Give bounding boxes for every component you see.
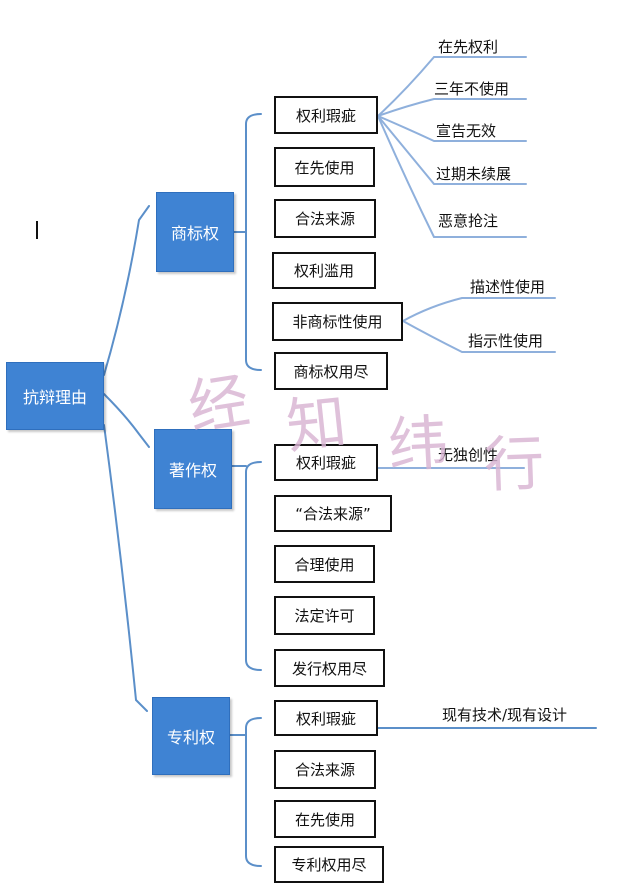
text-cursor <box>36 221 38 239</box>
copyright-distribution-exhaustion: 发行权用尽 <box>274 649 385 687</box>
trademark-exhaustion-label: 商标权用尽 <box>293 362 369 381</box>
fan-line-prior-right <box>377 56 527 117</box>
copyright-lawful-source-label: “合法来源” <box>295 505 371 523</box>
patent-lawful-source-label: 合法来源 <box>294 761 355 779</box>
category-trademark: 商标权 <box>156 192 234 272</box>
category-patent-label: 专利权 <box>166 728 215 747</box>
category-trademark-label: 商标权 <box>170 224 219 243</box>
trademark-prior-use: 在先使用 <box>274 147 375 187</box>
leaf-prior-art-design: 现有技术/现有设计 <box>442 706 568 724</box>
connector-root-trademark <box>103 205 150 376</box>
bracket-patent <box>229 717 262 867</box>
patent-exhaustion: 专利权用尽 <box>274 846 384 883</box>
patent-rights-defect-label: 权利瑕疵 <box>295 709 356 728</box>
fan-line-malicious <box>377 115 527 238</box>
leaf-prior-right: 在先权利 <box>438 38 499 56</box>
fan-line-descriptive <box>402 297 556 322</box>
bracket-trademark <box>233 113 262 371</box>
copyright-rights-defect: 权利瑕疵 <box>274 444 378 481</box>
leaf-lack-of-originality: 无独创性 <box>438 446 499 464</box>
leaf-expired-not-renewed: 过期未续展 <box>436 165 512 183</box>
copyright-rights-defect-label: 权利瑕疵 <box>295 454 356 472</box>
patent-prior-use: 在先使用 <box>274 800 376 838</box>
patent-rights-defect: 权利瑕疵 <box>274 700 378 736</box>
leaf-malicious-registration: 恶意抢注 <box>438 212 499 230</box>
fan-line-indicative <box>402 320 556 353</box>
fan-line-invalidated <box>377 115 527 142</box>
patent-exhaustion-label: 专利权用尽 <box>291 856 367 874</box>
trademark-non-trademark-use-label: 非商标性使用 <box>292 313 383 331</box>
trademark-non-trademark-use: 非商标性使用 <box>272 302 403 341</box>
trademark-prior-use-label: 在先使用 <box>294 158 355 177</box>
bracket-copyright <box>231 461 262 671</box>
leaf-descriptive-use: 描述性使用 <box>470 278 546 296</box>
fan-line-expired <box>377 115 527 185</box>
root-node: 抗辩理由 <box>6 362 104 430</box>
trademark-lawful-source: 合法来源 <box>274 199 376 238</box>
leaf-declared-invalid: 宣告无效 <box>436 122 497 140</box>
category-copyright-label: 著作权 <box>168 461 217 480</box>
patent-lawful-source: 合法来源 <box>274 750 376 789</box>
leaf-indicative-use: 指示性使用 <box>468 332 544 350</box>
copyright-fair-use-label: 合理使用 <box>294 555 355 574</box>
trademark-rights-abuse: 权利滥用 <box>272 252 376 289</box>
copyright-lawful-source: “合法来源” <box>274 495 392 532</box>
connector-root-patent <box>103 424 148 712</box>
copyright-statutory-license-label: 法定许可 <box>294 607 355 625</box>
copyright-statutory-license: 法定许可 <box>274 596 375 635</box>
connector-root-copyright <box>103 393 150 448</box>
trademark-rights-abuse-label: 权利滥用 <box>293 262 354 280</box>
copyright-distribution-exhaustion-label: 发行权用尽 <box>291 659 367 678</box>
trademark-lawful-source-label: 合法来源 <box>294 210 355 228</box>
trademark-rights-defect: 权利瑕疵 <box>274 96 378 134</box>
fan-line-three-years <box>377 98 527 117</box>
patent-prior-use-label: 在先使用 <box>294 810 355 829</box>
leaf-three-years-nonuse: 三年不使用 <box>434 80 510 98</box>
trademark-rights-defect-label: 权利瑕疵 <box>295 106 356 125</box>
category-copyright: 著作权 <box>154 429 232 509</box>
root-label: 抗辩理由 <box>22 388 87 407</box>
copyright-fair-use: 合理使用 <box>274 545 375 583</box>
category-patent: 专利权 <box>152 697 230 775</box>
trademark-exhaustion: 商标权用尽 <box>274 352 388 390</box>
